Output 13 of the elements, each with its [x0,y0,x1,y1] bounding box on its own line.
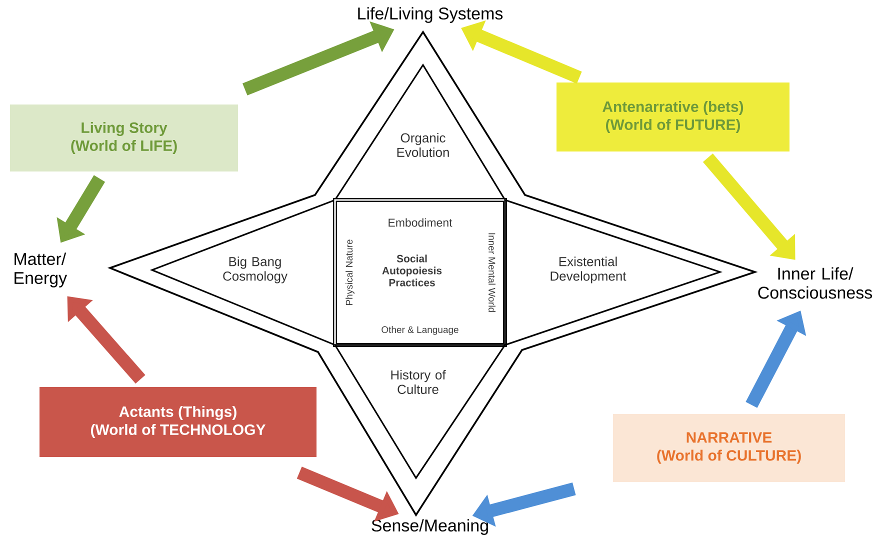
side-text: Physical Nature [346,240,354,305]
side-text: Inner Mental World [488,233,496,312]
axis-label: Sense/Meaning [372,519,488,535]
embodiment-text: Embodiment [388,218,452,227]
axis-label: Life/Living Systems [358,7,503,23]
axis-label: Matter/ Energy [14,252,68,288]
axis-label: Inner Life/ Consciousness [758,267,872,299]
story-box: NARRATIVE (World of CULTURE) [613,414,845,482]
center-text: Social Autopoiesis Practices [382,254,442,286]
story-box: Antenarrative (bets) (World of FUTURE) [556,82,790,152]
side-text: Other & Language [382,326,458,335]
story-box: Living Story (World of LIFE) [10,104,238,172]
story-box: Actants (Things) (World of TECHNOLOGY [40,386,316,457]
